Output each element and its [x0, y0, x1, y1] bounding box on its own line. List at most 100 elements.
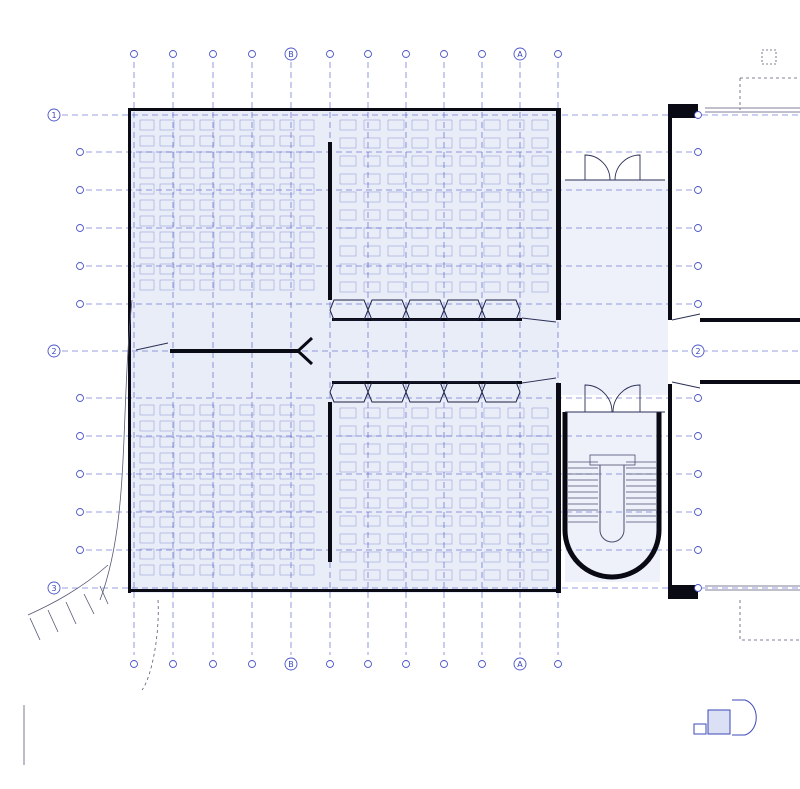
seat-west-lower: [139, 436, 155, 448]
seat-west-upper: [239, 231, 255, 243]
seat-west-upper: [139, 183, 155, 195]
seat-west-upper: [299, 119, 315, 131]
seat-east-lower: [483, 461, 501, 473]
seat-east-upper: [411, 281, 429, 293]
seat-west-lower: [219, 516, 235, 528]
seat-west-upper: [239, 263, 255, 275]
seat-west-upper: [219, 167, 235, 179]
seat-east-lower: [339, 407, 357, 419]
seat-west-lower: [199, 484, 215, 496]
seat-east-upper: [387, 137, 405, 149]
seat-west-upper: [259, 231, 275, 243]
seat-east-upper: [339, 137, 357, 149]
seat-east-lower: [483, 515, 501, 527]
seat-east-lower: [459, 407, 477, 419]
seat-west-upper: [299, 247, 315, 259]
grid-bubble-top-label: B: [288, 50, 294, 59]
seat-west-upper: [139, 263, 155, 275]
seat-east-upper: [387, 209, 405, 221]
seat-west-lower: [199, 452, 215, 464]
seat-east-lower: [411, 533, 429, 545]
seat-east-lower: [387, 533, 405, 545]
seat-east-lower: [411, 569, 429, 581]
grid-bubble-top: [248, 50, 256, 58]
seat-east-upper: [507, 263, 525, 275]
seat-east-lower: [483, 533, 501, 545]
grid-bubble-right: [694, 470, 702, 478]
seat-west-upper: [199, 263, 215, 275]
seat-east-upper: [531, 173, 549, 185]
seat-west-upper: [179, 167, 195, 179]
seat-west-upper: [239, 167, 255, 179]
seat-east-lower: [507, 515, 525, 527]
seat-west-lower: [139, 516, 155, 528]
seat-east-lower: [387, 515, 405, 527]
seat-west-lower: [139, 404, 155, 416]
seat-west-upper: [199, 199, 215, 211]
grid-bubble-left: [76, 432, 84, 440]
seat-east-lower: [459, 551, 477, 563]
seat-west-upper: [279, 135, 295, 147]
seat-west-upper: [239, 135, 255, 147]
seat-west-upper: [259, 183, 275, 195]
seat-east-lower: [363, 443, 381, 455]
seat-west-upper: [219, 119, 235, 131]
door-south-right: [612, 384, 641, 413]
seat-west-lower: [159, 420, 175, 432]
seat-west-upper: [139, 199, 155, 211]
seat-west-lower: [159, 548, 175, 560]
seat-east-upper: [411, 173, 429, 185]
grid-bubble-right: [694, 186, 702, 194]
seat-east-lower: [459, 443, 477, 455]
seat-east-lower: [507, 461, 525, 473]
seat-west-lower: [239, 532, 255, 544]
grid-bubble-right: [694, 262, 702, 270]
east-wall-hall: [556, 108, 561, 320]
corridor-floor: [558, 180, 668, 395]
seat-west-upper: [159, 263, 175, 275]
seat-east-upper: [363, 155, 381, 167]
seat-west-lower: [279, 452, 295, 464]
kiosk-cell-lower: [481, 381, 521, 403]
seat-east-lower: [531, 515, 549, 527]
seat-east-upper: [411, 245, 429, 257]
seat-east-upper: [531, 137, 549, 149]
seat-east-upper: [339, 191, 357, 203]
grid-bubble-bottom-label: A: [517, 660, 523, 669]
seat-west-upper: [239, 183, 255, 195]
seat-west-upper: [219, 215, 235, 227]
seat-east-upper: [411, 155, 429, 167]
grid-bubble-top: [402, 50, 410, 58]
seat-east-lower: [363, 497, 381, 509]
seat-east-lower: [531, 407, 549, 419]
grid-bubble-bottom: [478, 660, 486, 668]
seat-west-lower: [159, 404, 175, 416]
grid-bubble-right: [691, 344, 705, 358]
grid-bubble-left: [76, 394, 84, 402]
grid-bubble-top: [209, 50, 217, 58]
grid-bubble-top-label: A: [517, 50, 523, 59]
seat-west-upper: [239, 279, 255, 291]
seat-east-lower: [387, 551, 405, 563]
grid-bubble-left: [76, 186, 84, 194]
annex-rail-bottom: [705, 585, 800, 591]
seat-west-lower: [159, 532, 175, 544]
seat-east-lower: [411, 443, 429, 455]
seat-west-upper: [199, 119, 215, 131]
seat-east-lower: [387, 497, 405, 509]
seat-east-lower: [411, 497, 429, 509]
seat-west-lower: [279, 564, 295, 576]
partition-upper: [328, 142, 332, 300]
grid-bubble-right: [694, 394, 702, 402]
seat-west-upper: [219, 279, 235, 291]
seat-east-upper: [339, 263, 357, 275]
seat-east-lower: [507, 569, 525, 581]
seat-west-upper: [139, 215, 155, 227]
seat-east-upper: [483, 137, 501, 149]
seat-east-lower: [411, 461, 429, 473]
seat-east-lower: [483, 497, 501, 509]
seat-east-upper: [387, 281, 405, 293]
seat-west-lower: [139, 532, 155, 544]
dashed-site-line: [141, 599, 159, 691]
seat-east-upper: [483, 263, 501, 275]
